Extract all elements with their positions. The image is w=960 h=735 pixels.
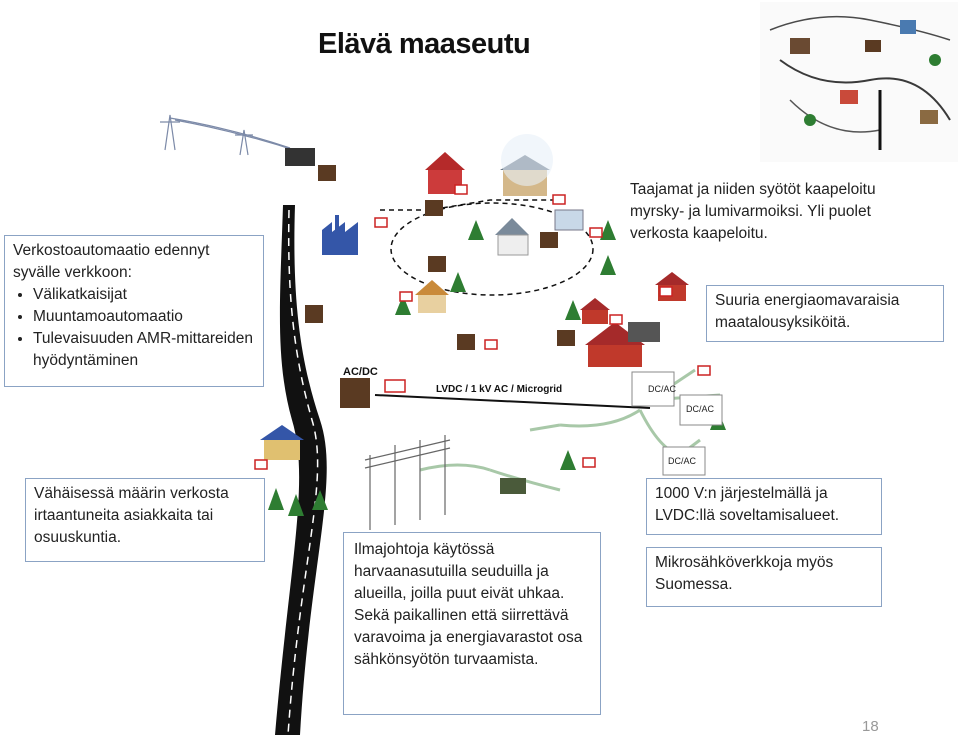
power-station-icon [285,148,315,166]
house-icon [580,298,610,324]
factory-icon [322,215,358,255]
solar-house-icon [260,425,304,460]
dcac-label-2: DC/AC [686,404,715,414]
overhead-line [364,435,451,530]
inset-network-map [760,2,958,162]
converter-boxes [631,371,723,476]
lvdc-box: 1000 V:n järjestelmällä ja LVDC:llä sove… [646,478,882,535]
list-item: Tulevaisuuden AMR-mittareiden hyödyntämi… [33,328,255,372]
lvdc-line [374,394,651,409]
page-number: 18 [862,718,879,735]
automation-intro: Verkostoautomaatio edennyt syvälle verkk… [13,242,210,281]
substation-icons [305,165,575,408]
urban-cabling-box: Taajamat ja niiden syötöt kaapeloitu myr… [622,175,927,257]
acdc-label: AC/DC [343,366,378,378]
automation-box: Verkostoautomaatio edennyt syvälle verkk… [4,235,264,387]
list-item: Muuntamoautomaatio [33,306,255,328]
dcac-label-3: DC/AC [668,456,697,466]
page-title: Elävä maaseutu [318,28,531,60]
meter-icons [254,184,711,470]
list-item: Välikatkaisijat [33,284,255,306]
transmission-pylons [160,114,301,156]
village-cable-ring [390,202,594,296]
dcac-label-1: DC/AC [648,384,677,394]
isolated-customers-box: Vähäisessä määrin verkosta irtaantuneita… [25,478,265,562]
building-icon [554,209,584,231]
generator-icon [628,322,660,342]
church-icon [495,218,529,256]
house-icon [500,134,553,196]
overhead-lines-box: Ilmajohtoja käytössä harvaanasutuilla se… [343,532,601,715]
automation-list: Välikatkaisijat Muuntamoautomaatio Tulev… [13,284,255,372]
farm-units-box: Suuria energiaomavaraisia maatalousyksik… [706,285,944,342]
lvdc-line-label: LVDC / 1 kV AC / Microgrid [436,384,563,395]
house-icon [415,280,449,313]
microgrid-box: Mikrosähköverkkoja myös Suomessa. [646,547,882,607]
mobile-generator-icon [500,478,526,494]
road [275,205,327,735]
